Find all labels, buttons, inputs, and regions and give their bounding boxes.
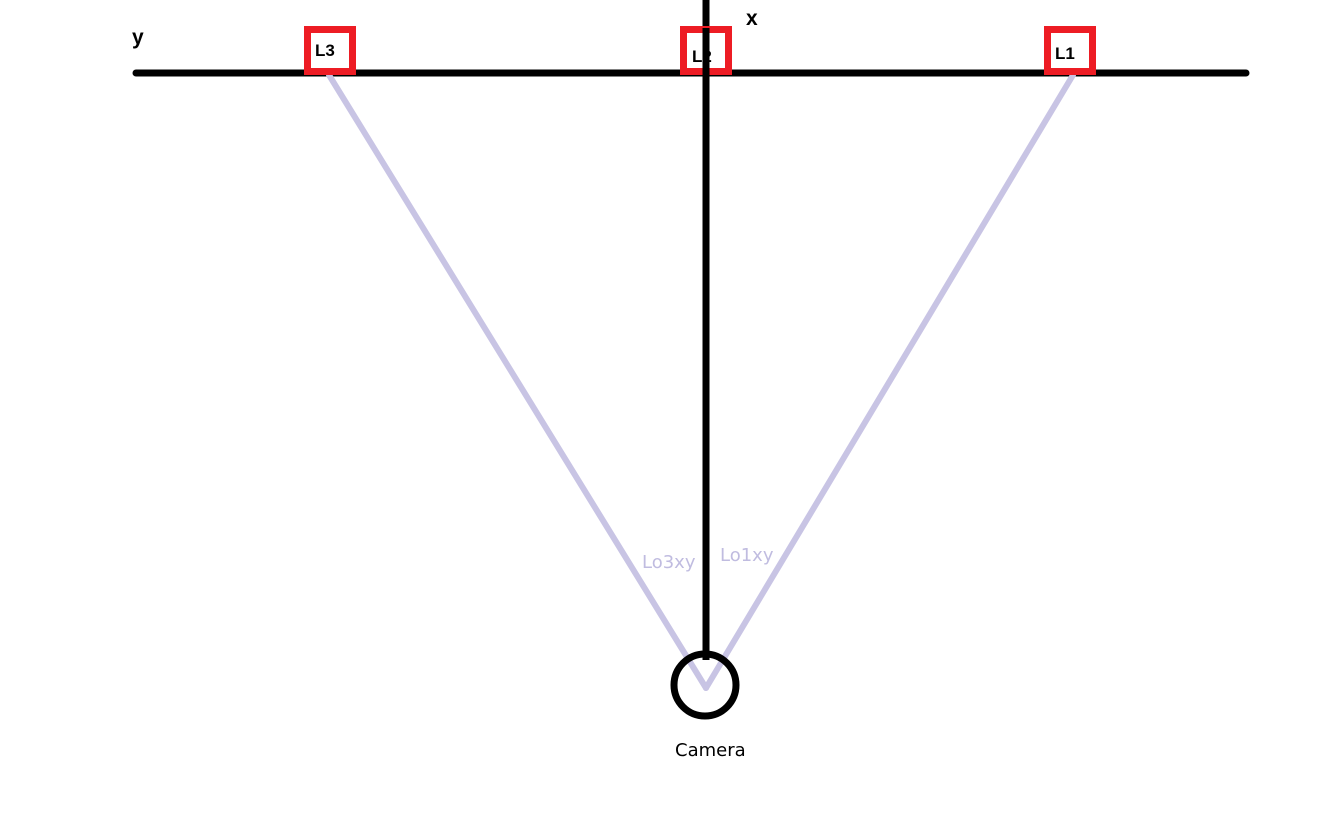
ray-lo3 [326, 72, 709, 691]
marker-l1-label: L1 [1055, 44, 1075, 63]
ray-lo1-label: Lo1xy [720, 545, 774, 566]
camera-icon [670, 650, 740, 720]
x-axis-label: x [746, 7, 758, 30]
marker-l1: L1 [1044, 26, 1096, 75]
marker-l2: L2 [680, 26, 732, 76]
ray-lo3-label: Lo3xy [642, 552, 696, 573]
marker-l1-box [1044, 26, 1096, 75]
marker-l3: L3 [304, 26, 356, 75]
y-axis-label: y [132, 26, 144, 49]
marker-l3-label: L3 [315, 41, 335, 60]
ray-lo1 [703, 72, 1076, 691]
camera-label: Camera [675, 740, 746, 761]
marker-l3-box [304, 26, 356, 75]
